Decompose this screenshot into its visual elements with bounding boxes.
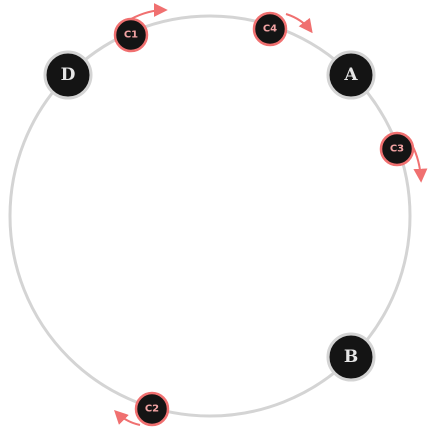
client-c2: C2 (134, 391, 170, 427)
c4-direction-arrow (285, 13, 313, 34)
client-c1: C1 (113, 17, 149, 53)
client-c1-label: C1 (124, 30, 138, 41)
node-a-label: A (343, 65, 358, 85)
node-b-label: B (344, 347, 358, 367)
client-c3: C3 (379, 131, 415, 167)
client-c3-label: C3 (390, 144, 404, 155)
c1-direction-arrow (130, 3, 168, 20)
node-b: B (326, 332, 376, 382)
node-d: D (43, 50, 93, 100)
node-d-label: D (61, 65, 76, 85)
hash-ring (8, 14, 412, 418)
client-c4: C4 (252, 11, 288, 47)
client-c4-label: C4 (263, 24, 277, 35)
node-a: A (326, 50, 376, 100)
client-c2-label: C2 (145, 404, 159, 415)
c2-direction-arrow (114, 410, 141, 426)
